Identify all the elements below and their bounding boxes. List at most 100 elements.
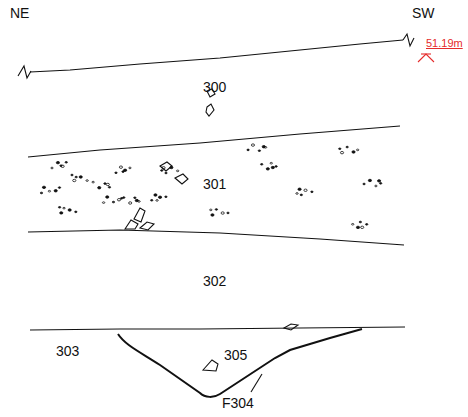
pebble	[340, 151, 343, 153]
pebble	[151, 199, 153, 201]
pebble	[215, 209, 217, 211]
stone	[284, 324, 298, 330]
pebble	[58, 206, 60, 208]
pebble	[311, 191, 313, 193]
pebble	[154, 194, 157, 196]
stone	[160, 162, 172, 171]
pebble	[79, 176, 82, 178]
pebble	[48, 190, 50, 192]
pebble	[298, 188, 301, 190]
pebble	[296, 193, 298, 195]
pebble	[247, 149, 249, 151]
break-symbol	[403, 34, 414, 46]
pebble	[158, 196, 161, 198]
pebble	[165, 196, 167, 198]
pebble	[134, 197, 136, 199]
stone	[203, 360, 218, 371]
pebble	[63, 207, 65, 209]
pebble	[108, 186, 110, 188]
pebble	[352, 223, 354, 225]
pebble	[264, 147, 266, 149]
pebble	[58, 187, 60, 189]
pebble	[363, 183, 365, 185]
stone	[175, 174, 188, 184]
pebble	[339, 148, 341, 150]
pebble	[75, 211, 77, 213]
pebble	[270, 162, 272, 164]
pebble	[71, 174, 73, 176]
pebble	[377, 180, 380, 182]
pebble-texture	[40, 144, 382, 229]
pebble	[102, 202, 104, 204]
datum-symbol	[418, 54, 434, 62]
pebble	[165, 172, 167, 174]
pebble	[61, 165, 64, 167]
pebble	[115, 172, 117, 174]
pebble	[123, 169, 126, 171]
pebble	[352, 151, 355, 153]
datum-level: 51.19m	[426, 38, 463, 49]
pebble	[261, 164, 263, 166]
pebble	[221, 212, 224, 214]
ground-surface	[30, 40, 403, 72]
layer-boundary	[28, 230, 404, 245]
pebble	[210, 209, 212, 211]
pebble	[40, 192, 42, 194]
pebble	[271, 166, 274, 168]
cut-outline	[118, 329, 362, 397]
pebble	[54, 190, 57, 192]
pebble	[112, 201, 114, 203]
pebble	[176, 170, 178, 172]
context-number: 305	[224, 348, 247, 362]
pebble	[266, 168, 269, 170]
pebble	[75, 176, 77, 178]
direction-label: SW	[412, 6, 435, 20]
pebble	[365, 224, 367, 226]
pebble	[300, 194, 302, 196]
pebble	[161, 170, 163, 172]
pebble	[156, 200, 158, 202]
context-number: 303	[56, 344, 79, 358]
pebble	[162, 167, 165, 169]
context-number: 302	[203, 274, 226, 288]
pebble	[375, 185, 377, 187]
pebble	[356, 226, 359, 228]
pebble	[359, 221, 361, 223]
pebble	[123, 197, 125, 199]
pebble	[86, 180, 88, 182]
pebble	[379, 183, 381, 185]
pebble	[56, 161, 59, 163]
direction-label: NE	[10, 6, 29, 20]
break-symbol	[18, 66, 31, 78]
pebble	[129, 167, 131, 169]
layer-boundary	[28, 126, 400, 157]
stone	[134, 208, 145, 222]
pebble	[60, 212, 63, 214]
pebble	[361, 226, 364, 228]
pebble	[42, 186, 45, 188]
context-number: 300	[203, 80, 226, 94]
feature-number: F304	[222, 396, 254, 410]
pebble	[304, 189, 307, 191]
pebble	[211, 214, 214, 216]
stone	[206, 104, 214, 116]
pebble	[138, 201, 140, 203]
stone	[125, 220, 138, 229]
pebble	[104, 183, 106, 185]
context-number: 301	[203, 177, 226, 191]
pebble	[51, 167, 53, 169]
pebble	[106, 196, 109, 198]
layer-boundary	[30, 327, 405, 330]
stone	[140, 222, 154, 230]
pebble	[73, 179, 76, 181]
pebble	[356, 149, 358, 151]
pebble	[117, 199, 120, 201]
pebble	[227, 212, 229, 214]
pebble	[119, 166, 122, 168]
pebble	[251, 144, 254, 146]
pebble	[346, 146, 348, 148]
pebble	[65, 162, 67, 164]
pebble	[258, 150, 260, 152]
leader-line	[251, 374, 262, 392]
pebble	[98, 187, 101, 189]
